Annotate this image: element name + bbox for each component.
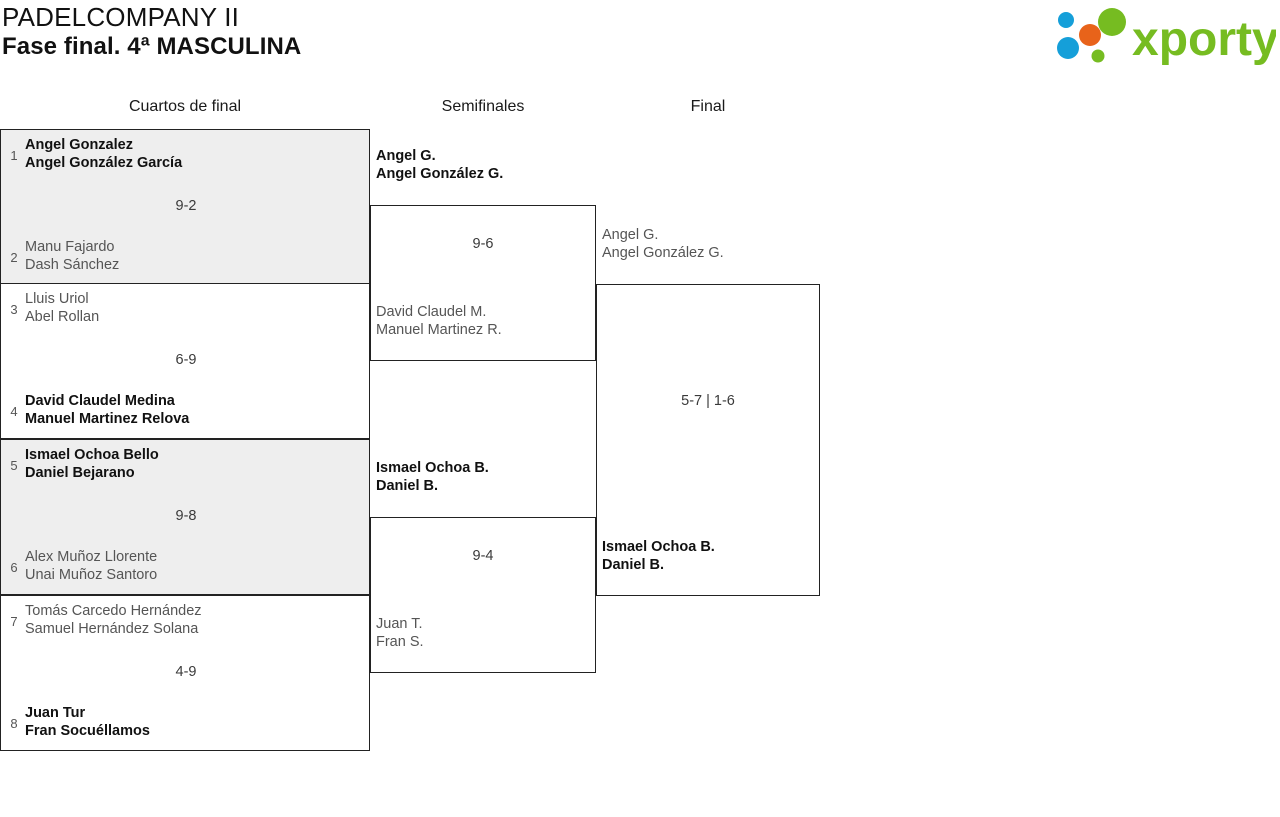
player-name: David Claudel Medina (25, 393, 175, 409)
player-name: Alex Muñoz Llorente (25, 549, 158, 565)
semifinal-2-team-bottom[interactable]: Juan T. Fran S. (376, 615, 591, 651)
player-name: David Claudel M. (376, 304, 487, 320)
xporty-logo[interactable]: xporty (1050, 8, 1276, 66)
player-name: Fran Socuéllamos (25, 723, 150, 739)
match-score: 9-2 (175, 198, 197, 214)
semifinal-1-team-top[interactable]: Angel G. Angel González G. (376, 147, 591, 183)
svg-text:xporty: xporty (1132, 13, 1276, 66)
player-name: Juan Tur (25, 705, 86, 721)
player-name: Unai Muñoz Santoro (25, 567, 158, 583)
match-semifinal-1[interactable] (370, 205, 596, 361)
player-name: Manuel Martinez Relova (25, 411, 190, 427)
seed-number: 1 (10, 148, 18, 163)
player-name: Manuel Martinez R. (376, 322, 502, 338)
seed-number: 8 (10, 716, 18, 731)
player-name: Angel González G. (602, 245, 724, 261)
match-score: 9-8 (175, 508, 197, 524)
round-header-quarterfinals: Cuartos de final (128, 98, 242, 115)
semifinal-1-team-bottom[interactable]: David Claudel M. Manuel Martinez R. (376, 303, 591, 339)
player-name: Ismael Ochoa Bello (25, 447, 159, 463)
team-slot-seed-4[interactable]: 4 David Claudel Medina Manuel Martinez R… (1, 392, 369, 432)
player-name: Dash Sánchez (25, 257, 120, 273)
player-name: Ismael Ochoa B. (602, 539, 715, 555)
tournament-phase: Fase final. 4ª MASCULINA (2, 33, 302, 60)
match-quarterfinal-2[interactable]: 3 Lluis Uriol Abel Rollan 6-9 4 David Cl… (0, 283, 370, 439)
match-score: 4-9 (175, 664, 197, 680)
round-header-final: Final (690, 98, 726, 115)
seed-number: 2 (10, 250, 18, 265)
team-slot-seed-6[interactable]: 6 Alex Muñoz Llorente Unai Muñoz Santoro (1, 548, 369, 588)
player-name: Lluis Uriol (25, 291, 89, 307)
tournament-name: PADELCOMPANY II (2, 2, 240, 32)
player-name: Ismael Ochoa B. (376, 460, 489, 476)
player-name: Juan T. (376, 616, 423, 632)
seed-number: 6 (10, 560, 18, 575)
tournament-title-block: PADELCOMPANY II Fase final. 4ª MASCULINA (2, 2, 301, 62)
match-semifinal-2[interactable] (370, 517, 596, 673)
match-final[interactable] (596, 284, 820, 596)
final-score: 5-7 | 1-6 (681, 393, 735, 409)
semifinal-1-score: 9-6 (472, 236, 494, 252)
final-team-bottom[interactable]: Ismael Ochoa B. Daniel B. (602, 538, 817, 574)
player-name: Angel Gonzalez (25, 137, 133, 153)
team-slot-seed-1[interactable]: 1 Angel Gonzalez Angel González García (1, 136, 369, 176)
seed-number: 4 (10, 404, 18, 419)
player-name: Tomás Carcedo Hernández (25, 603, 202, 619)
round-header-semifinals: Semifinales (441, 98, 525, 115)
team-slot-seed-3[interactable]: 3 Lluis Uriol Abel Rollan (1, 290, 369, 330)
match-quarterfinal-1[interactable]: 1 Angel Gonzalez Angel González García 9… (0, 129, 370, 285)
player-name: Fran S. (376, 634, 424, 650)
match-quarterfinal-4[interactable]: 7 Tomás Carcedo Hernández Samuel Hernánd… (0, 595, 370, 751)
match-score: 6-9 (175, 352, 197, 368)
seed-number: 3 (10, 302, 18, 317)
player-name: Abel Rollan (25, 309, 100, 325)
player-name: Angel G. (376, 148, 436, 164)
player-name: Daniel B. (602, 557, 665, 573)
team-slot-seed-7[interactable]: 7 Tomás Carcedo Hernández Samuel Hernánd… (1, 602, 369, 642)
player-name: Daniel Bejarano (25, 465, 135, 481)
team-slot-seed-5[interactable]: 5 Ismael Ochoa Bello Daniel Bejarano (1, 446, 369, 486)
player-name: Samuel Hernández Solana (25, 621, 199, 637)
semifinal-2-score: 9-4 (472, 548, 494, 564)
player-name: Angel González García (25, 155, 183, 171)
player-name: Angel González G. (376, 166, 504, 182)
player-name: Manu Fajardo (25, 239, 115, 255)
player-name: Angel G. (602, 227, 659, 243)
seed-number: 5 (10, 458, 18, 473)
team-slot-seed-2[interactable]: 2 Manu Fajardo Dash Sánchez (1, 238, 369, 278)
semifinal-2-team-top[interactable]: Ismael Ochoa B. Daniel B. (376, 459, 591, 495)
seed-number: 7 (10, 614, 18, 629)
team-slot-seed-8[interactable]: 8 Juan Tur Fran Socuéllamos (1, 704, 369, 744)
player-name: Daniel B. (376, 478, 439, 494)
match-quarterfinal-3[interactable]: 5 Ismael Ochoa Bello Daniel Bejarano 9-8… (0, 439, 370, 595)
final-team-top[interactable]: Angel G. Angel González G. (602, 226, 817, 262)
page-header: PADELCOMPANY II Fase final. 4ª MASCULINA… (0, 0, 1280, 90)
